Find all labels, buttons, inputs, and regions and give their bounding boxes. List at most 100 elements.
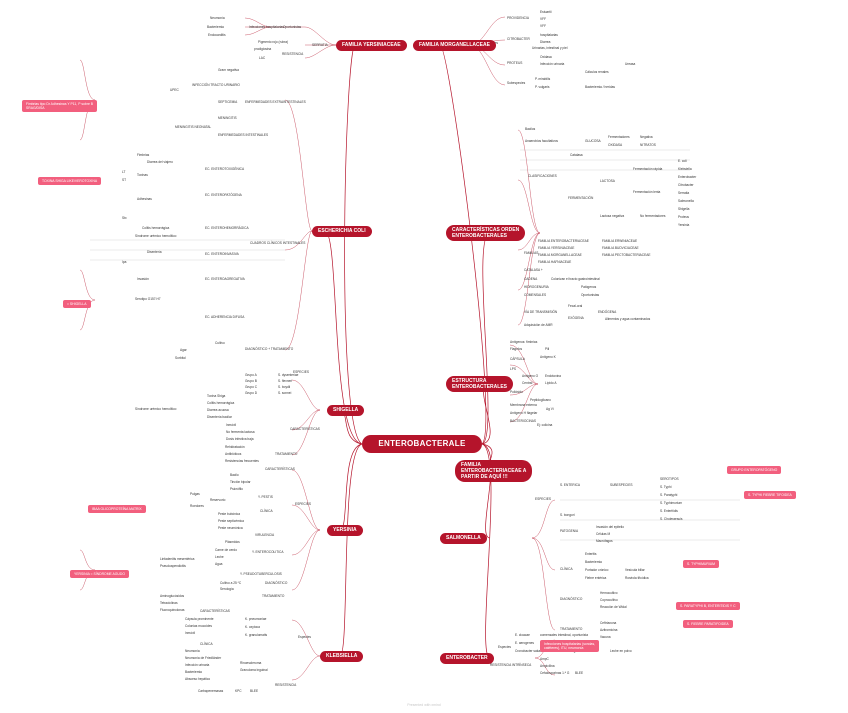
branch-caracteristicas[interactable]: CARACTERÍSTICAS ORDEN ENTEROBACTERALES [446, 225, 526, 241]
label-fam-morgan: FAMILIA MORGANELLACEAE [538, 253, 582, 257]
yersiniaceae-labels: Neumonía Bacteriemia Endocarditis Oportu… [207, 16, 329, 60]
branch-familia-entero-line3: PARTIR DE AQUÍ !!! [461, 474, 508, 480]
label-yer-especies: ESPECIES [295, 502, 311, 506]
label-kle-capsula: Cápsula prominente [185, 617, 214, 621]
label-flagelos: Flagelos [510, 347, 522, 351]
central-topic[interactable]: ENTEROBACTERALE [362, 435, 482, 453]
label-boydii: S. boydii [278, 385, 291, 389]
branch-salmonella[interactable]: SALMONELLA [440, 533, 487, 544]
label-sal-bongori: S. bongori [560, 513, 575, 517]
label-bacteriemia-heridas: Bacteriemia / heridas [585, 85, 615, 89]
note-ibaa: IBAA GLICOPROTEÍNA MATRIX [88, 505, 146, 513]
label-serratia: SERRATIA [312, 43, 329, 47]
label-etec: EC. ENTEROTOXIGÉNICA [205, 166, 245, 171]
klebsiella-labels: Especies K. pneumoniae K. oxytoca K. gra… [185, 609, 311, 693]
branch-enterobacter[interactable]: ENTEROBACTER [440, 653, 494, 664]
label-shig-dosis: Dosis infectiva baja [226, 437, 254, 441]
label-urinarias: Urinarias, intestinal y piel [532, 46, 568, 50]
label-sal-ceftriaxona: Ceftriaxona [600, 621, 617, 625]
label-sal-hemocultivo: Hemocultivo [600, 591, 618, 595]
label-ent-comensales: comensales intestinal, oportunista [540, 633, 588, 637]
label-agar: Agar [180, 348, 188, 352]
label-kle-clinica: CLÍNICA [200, 642, 213, 646]
label-shig-inmovil: Inmóvil [226, 423, 236, 427]
label-sal-diagnostico: DIAGNÓSTICO [560, 596, 583, 601]
label-proteus: PROTEUS [507, 61, 522, 65]
label-kle-granulomatis: K. granulomatis [245, 633, 268, 637]
label-yer-reservorio: Reservorio [210, 498, 226, 502]
label-sorbitol: Sorbitol [175, 356, 186, 360]
label-antigeno-o: Antígeno O [522, 374, 539, 378]
branch-morganellaceae[interactable]: FAMILIA MORGANELLACEAE [413, 40, 496, 51]
label-diarrea-viajero: Diarrea del viajero [147, 160, 173, 164]
label-patogenos: Patógenos [581, 285, 597, 289]
label-flagelar: Antígeno H flagelar [510, 411, 538, 415]
label-yer-pulgas: Pulgas [190, 492, 200, 496]
label-diarrea: Diarrea [540, 40, 551, 44]
label-meningitis: MENINGITIS [218, 116, 237, 120]
label-yer-roedores: Roedores [190, 504, 204, 508]
label-kle-friedlander: Neumonía de Friedländer [185, 656, 222, 660]
label-kle-oxytoca: K. oxytoca [245, 625, 260, 629]
label-ent-aerogenes: E. aerogenes [515, 641, 534, 645]
label-negativa: Negativa [640, 135, 653, 139]
label-ent-sakazakii: Cronobacter sakazakii [515, 649, 547, 653]
branch-familia-entero-line1: FAMILIA [461, 462, 481, 468]
label-ent-leche: Leche en polvo [610, 649, 632, 653]
label-sal-choleraesuis: S. Choleraesuis [660, 517, 683, 521]
branch-familia-entero[interactable]: FAMILIA ENTEROBACTERIACEAE A PARTIR DE A… [455, 460, 533, 482]
label-nitratos: NITRATOS [640, 143, 656, 147]
label-cultivo: Cultivo [215, 341, 225, 345]
label-oportunistas: Oportunistas [581, 293, 599, 297]
branch-shigella[interactable]: SHIGELLA [327, 405, 365, 416]
label-estuartii: Estuartii [540, 10, 552, 14]
label-yer-bacilo: Bacilo [230, 473, 239, 477]
label-lipido-a: Lípido A [545, 381, 557, 385]
shigella-labels: ESPECIES S. dysenteriae S. flexneri S. b… [135, 370, 320, 463]
label-sal-coprocultivo: Coprocultivo [600, 598, 618, 602]
branch-familia-entero-line2: ENTEROBACTERIACEAE A [461, 468, 527, 474]
label-ent-blee: BLEE [575, 671, 583, 675]
label-fermentacion: FERMENTACIÓN [568, 195, 594, 200]
label-upec: UPEC [170, 88, 180, 92]
label-catalasa-pos: CATALASA + [524, 268, 543, 272]
branch-estructura[interactable]: ESTRUCTURA ENTEROBACTERALES [446, 376, 514, 392]
label-yer-clinica: CLÍNICA [260, 509, 273, 513]
branch-klebsiella[interactable]: KLEBSIELLA [320, 651, 364, 662]
label-shig-disenteria: Disentería bacilar [207, 415, 233, 419]
label-sal-enterica: S. ENTERICA [560, 483, 581, 487]
branch-estructura-line1: ESTRUCTURA [452, 378, 487, 384]
label-sal-widal: Reacción de Widal [600, 605, 627, 609]
label-yer-septicemica: Peste septicémica [218, 519, 244, 523]
label-sal-typhi: S. Typhi [660, 485, 672, 489]
label-no-ferm: No fermentadores [640, 214, 666, 218]
label-comensales: COMENSALES [524, 293, 546, 297]
label-sal-bacteriemia: Bacteriemia [585, 560, 602, 564]
label-dysenteriae: S. dysenteriae [278, 373, 299, 377]
label-lac: LAC [259, 56, 266, 60]
label-infecciones: Infecciones hospitalarias [249, 25, 284, 29]
label-bacilos: Bacilos [525, 127, 536, 131]
watermark: Presented with xmind [407, 703, 441, 707]
label-sal-celulas-m: Células M [596, 532, 611, 536]
label-antigeno-k: Antígeno K [540, 355, 557, 359]
label-shig-resistencias: Resistencias frecuentes [225, 459, 259, 463]
branch-yersinia[interactable]: YERSINIA [327, 525, 363, 536]
label-lenta: Fermentación lenta [633, 190, 661, 194]
label-infeccion-urinaria: Infección urinaria [540, 62, 565, 66]
label-yer-enterocolitica: Y. ENTEROCOLITICA [252, 550, 284, 554]
label-fam-yersin: FAMILIA YERSINIACEAE [538, 246, 574, 250]
label-colonizan: Colonizan el tracto gastrointestinal [551, 277, 600, 281]
branch-yersiniaceae[interactable]: FAMILIA YERSINIACEAE [336, 40, 407, 51]
label-enterobacter: Enterobacter [678, 175, 697, 179]
label-pili: Pili [545, 347, 550, 351]
label-yer-serologia: Serología [220, 587, 234, 591]
label-via: VÍA DE TRANSMISIÓN [524, 309, 558, 314]
label-yer-pseudoapendicitis: Pseudoapendicitis [160, 564, 186, 568]
label-sal-patogenia: PATOGENIA [560, 529, 579, 533]
label-pigmento: Pigmento rojo (rubra) [258, 40, 288, 44]
branch-escherichia[interactable]: ESCHERICHIA COLI [312, 226, 372, 237]
label-intestinales: ENFERMEDADES INTESTINALES [218, 133, 268, 137]
label-sal-paratyphi: S. Paratyphi [660, 493, 678, 497]
label-yer-diagnostico: DIAGNÓSTICO [265, 580, 288, 585]
